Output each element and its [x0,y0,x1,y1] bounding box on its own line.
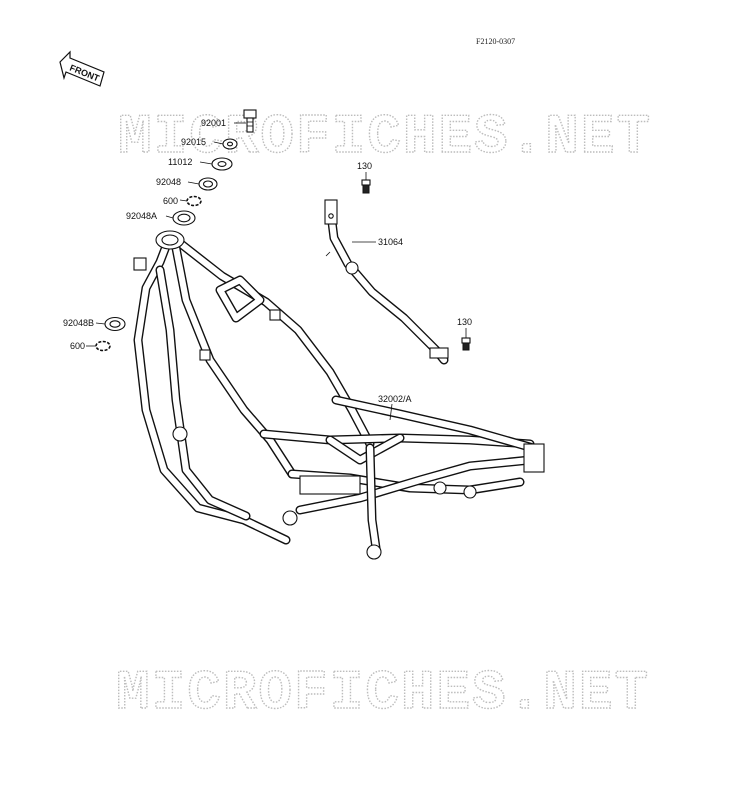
watermark-top: MICROFICHES.NET [118,105,652,169]
front-arrow-icon: FRONT [59,50,105,87]
part-label-11012: 11012 [168,157,192,167]
bolt-92001-icon [243,109,257,133]
cap-11012-icon [211,157,233,171]
part-label-600-lower: 600 [70,341,85,351]
part-label-130-lower: 130 [457,317,472,327]
diagram-reference-code: F2120-0307 [476,37,515,46]
part-label-31064: 31064 [378,237,403,247]
part-label-92015: 92015 [181,137,206,147]
part-label-92048: 92048 [156,177,181,187]
seal-92048B-icon [104,316,126,332]
watermark-bottom: MICROFICHES.NET [116,661,650,725]
part-label-130-upper: 130 [357,161,372,171]
circlip-600-top-icon [186,195,202,207]
bolt-130-lower-icon [461,337,471,351]
circlip-600-lower-icon [95,340,111,352]
part-label-600-top: 600 [163,196,178,206]
bearing-92048A-icon [172,210,196,226]
part-label-92048B: 92048B [63,318,94,328]
part-label-92048A: 92048A [126,211,157,221]
steering-stem-hardware [172,109,257,226]
leader-lines [86,122,467,421]
rear-subframe-31064 [324,199,449,365]
part-label-92001: 92001 [201,118,226,128]
bolt-130-upper-icon [361,179,371,194]
main-frame-32002A [133,230,545,560]
part-label-32002A: 32002/A [378,394,412,404]
seal-92048-icon [198,177,218,191]
nut-92015-icon [222,138,238,150]
